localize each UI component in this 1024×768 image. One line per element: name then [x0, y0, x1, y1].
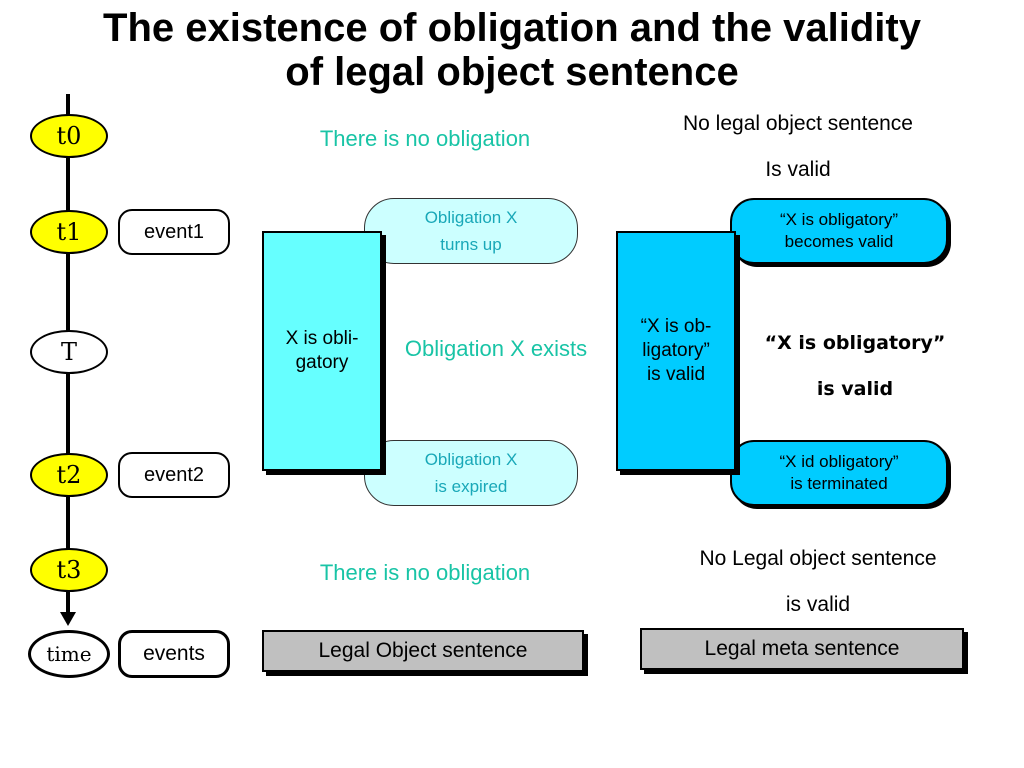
turns-up-line-2: turns up [440, 235, 502, 254]
legal-object-sentence-label: Legal Object sentence [262, 630, 584, 672]
becomes-valid-pill: “X is obligatory” becomes valid [730, 198, 948, 264]
turns-up-line-1: Obligation X [424, 208, 518, 227]
no-valid-top-line-2: Is valid [765, 158, 831, 181]
node-time: time [28, 630, 110, 678]
becomes-valid-line-1: “X is obligatory” [779, 210, 899, 229]
expired-line-2: is expired [434, 477, 508, 496]
expired-line-1: Obligation X [424, 450, 518, 469]
event2-box: event2 [118, 452, 230, 498]
node-T: T [30, 330, 108, 374]
no-obligation-top: There is no obligation [319, 126, 531, 151]
valid-box-line-3: is valid [646, 364, 706, 385]
is-valid-bold-line-2: is valid [816, 378, 894, 400]
node-t3: t3 [30, 548, 108, 592]
obligation-exists: Obligation X exists [404, 336, 588, 361]
no-obligation-bottom: There is no obligation [319, 560, 531, 585]
node-t1: t1 [30, 210, 108, 254]
valid-box-line-2: ligatory” [642, 340, 710, 361]
node-t2: t2 [30, 453, 108, 497]
obligatory-box-line-1: X is obli- [285, 328, 359, 349]
becomes-valid-line-2: becomes valid [784, 232, 894, 251]
obligation-turns-up: Obligation X turns up [364, 198, 578, 264]
valid-period-box: “X is ob- ligatory” is valid [616, 231, 736, 471]
obligation-expired: Obligation X is expired [364, 440, 578, 506]
no-valid-top-line-1: No legal object sentence [683, 112, 913, 135]
terminated-line-1: “X id obligatory” [779, 452, 899, 471]
obligatory-period-box: X is obli- gatory [262, 231, 382, 471]
legal-meta-sentence-label: Legal meta sentence [640, 628, 964, 670]
timeline-arrow-head [60, 612, 76, 626]
page-title-line-2: of legal object sentence [285, 50, 739, 94]
event1-box: event1 [118, 209, 230, 255]
node-t0: t0 [30, 114, 108, 158]
events-box: events [118, 630, 230, 678]
terminated-pill: “X id obligatory” is terminated [730, 440, 948, 506]
no-valid-bottom-line-2: is valid [785, 593, 851, 616]
valid-box-line-1: “X is ob- [640, 316, 712, 337]
terminated-line-2: is terminated [790, 474, 888, 493]
no-valid-bottom-line-1: No Legal object sentence [699, 547, 937, 570]
is-valid-bold-line-1: “X is obligatory” [764, 332, 946, 354]
page-title-line-1: The existence of obligation and the vali… [103, 6, 921, 50]
obligatory-box-line-2: gatory [295, 352, 349, 373]
